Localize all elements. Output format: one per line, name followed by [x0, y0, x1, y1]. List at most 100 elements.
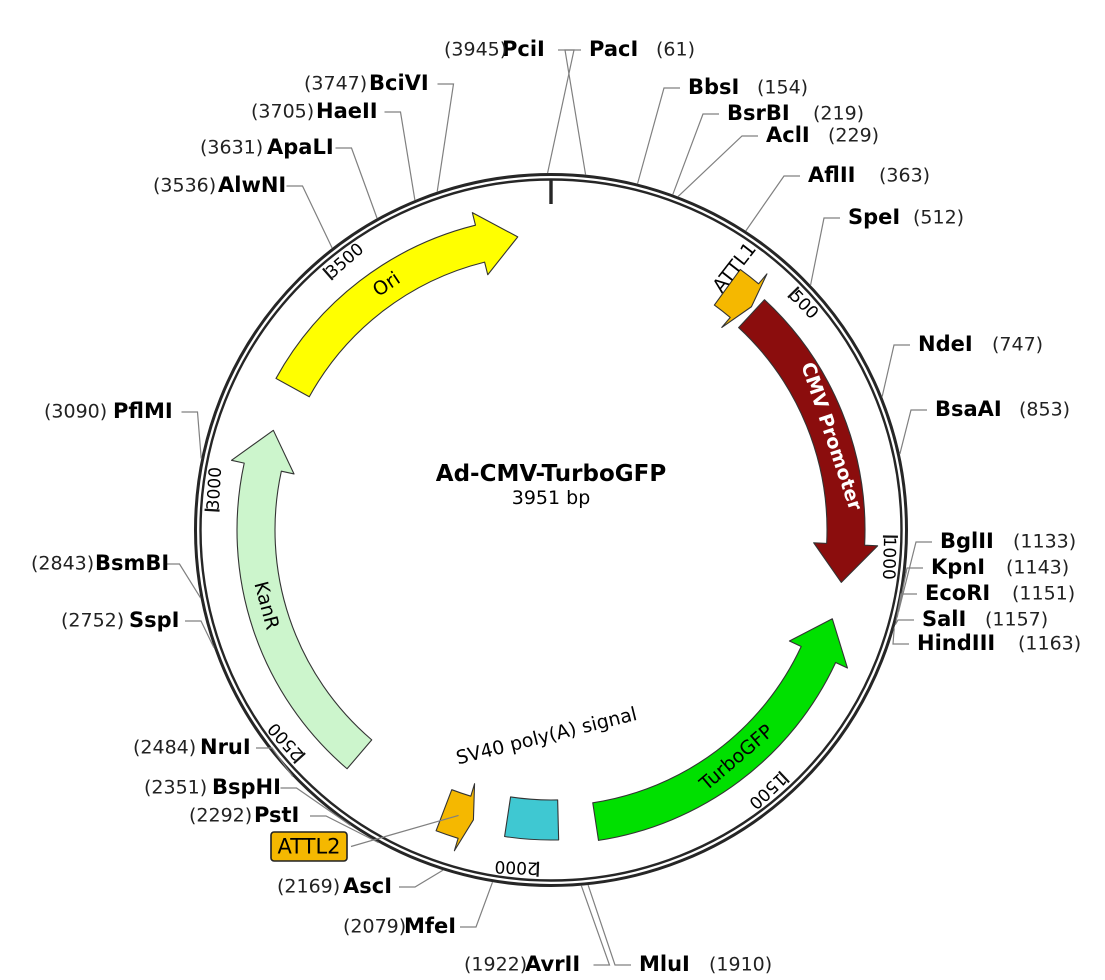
site-enzyme-name: BciVI [369, 71, 429, 95]
site-MluI[interactable]: MluI(1910) [639, 952, 772, 976]
site-AscI[interactable]: AscI(2169) [277, 874, 392, 898]
site-position: (2292) [189, 805, 252, 827]
site-BglII[interactable]: BglII(1133) [940, 529, 1076, 553]
site-PacI[interactable]: PacI(61) [589, 37, 695, 61]
site-position: (3747) [304, 73, 367, 95]
backbone-outer-ring [194, 173, 908, 887]
ruler-tick-mark [322, 267, 334, 281]
site-BciVI[interactable]: BciVI(3747) [304, 71, 429, 95]
site-position: (1151) [1012, 583, 1075, 605]
site-AclI[interactable]: AclI(229) [766, 123, 879, 147]
site-enzyme-name: HindIII [917, 631, 995, 655]
site-position: (219) [813, 103, 864, 125]
site-enzyme-name: KpnI [931, 555, 985, 579]
site-leader-line [672, 113, 719, 195]
site-BspHI[interactable]: BspHI(2351) [144, 775, 281, 799]
site-BsrBI[interactable]: BsrBI(219) [727, 101, 864, 125]
site-enzyme-name: PacI [589, 37, 638, 61]
site-PstI[interactable]: PstI(2292) [189, 803, 299, 827]
site-ApaLI[interactable]: ApaLI(3631) [200, 135, 334, 159]
ruler-tick-label: 1000 [878, 536, 899, 580]
tag-label: ATTL2 [277, 835, 340, 859]
site-enzyme-name: HaeII [316, 99, 378, 123]
site-enzyme-name: AscI [343, 874, 392, 898]
backbone-inner-ring [199, 178, 903, 882]
site-position: (154) [757, 77, 808, 99]
site-leader-line [280, 787, 351, 826]
site-leader-line [895, 593, 917, 622]
site-leader-line [286, 185, 333, 249]
site-position: (853) [1019, 399, 1070, 421]
site-SalI[interactable]: SalI(1157) [922, 607, 1048, 631]
site-leader-line [163, 563, 202, 599]
site-position: (2484) [133, 737, 196, 759]
site-PflMI[interactable]: PflMI (3090) [44, 399, 173, 423]
site-BsaAI[interactable]: BsaAI(853) [935, 397, 1070, 421]
site-position: (1163) [1018, 633, 1081, 655]
site-position: (2843) [31, 553, 94, 575]
site-leader-line [892, 628, 909, 645]
tag-box [270, 831, 348, 862]
feature-attl2 [435, 783, 476, 852]
site-PciI[interactable]: PciI(3945) [444, 37, 545, 61]
site-leader-line [745, 175, 800, 232]
site-HaeII[interactable]: HaeII(3705) [251, 99, 378, 123]
site-leader-line [636, 87, 680, 184]
site-enzyme-name: ApaLI [267, 135, 334, 159]
site-leader-line [580, 885, 611, 966]
site-enzyme-name: MluI [639, 952, 690, 976]
site-position: (3090) [44, 401, 107, 423]
site-NruI[interactable]: NruI(2484) [133, 735, 251, 759]
site-position: (3631) [200, 137, 263, 159]
site-leader-line [881, 344, 910, 397]
site-AvrII[interactable]: AvrII(1922) [464, 952, 580, 976]
site-HindIII[interactable]: HindIII (1163) [917, 631, 1081, 655]
site-KpnI[interactable]: KpnI(1143) [931, 555, 1069, 579]
tag-attl2[interactable]: ATTL2 [270, 831, 348, 862]
site-enzyme-name: AvrII [525, 952, 580, 976]
feature-shape [592, 618, 848, 841]
plasmid-name: Ad-CMV-TurboGFP [436, 461, 666, 487]
ruler-tick-mark [204, 508, 220, 512]
feature-kanr: KanR [230, 429, 373, 770]
site-BsmBI[interactable]: BsmBI(2843) [31, 551, 169, 575]
site-enzyme-name: PciI [502, 37, 545, 61]
site-leader-line [564, 49, 587, 175]
site-MfeI[interactable]: MfeI(2079) [343, 914, 456, 938]
site-SspI[interactable]: SspI(2752) [61, 608, 179, 632]
site-leader-line [677, 135, 758, 197]
site-leader-line [185, 620, 215, 648]
site-position: (1157) [985, 609, 1048, 631]
site-position: (2351) [144, 777, 207, 799]
site-AlwNI[interactable]: AlwNI(3536) [153, 173, 286, 197]
site-SpeI[interactable]: SpeI(512) [848, 205, 964, 229]
site-BbsI[interactable]: BbsI(154) [688, 75, 808, 99]
feature-label: SV40 poly(A) signal [454, 703, 639, 769]
tag-leader-line [350, 814, 459, 848]
site-position: (3945) [444, 39, 507, 61]
site-NdeI[interactable]: NdeI(747) [918, 332, 1043, 356]
site-enzyme-name: MfeI [404, 914, 456, 938]
site-position: (1922) [464, 954, 527, 976]
site-leader-line [810, 217, 840, 286]
site-position: (2079) [343, 916, 406, 938]
site-EcoRI[interactable]: EcoRI (1151) [925, 581, 1075, 605]
feature-shape [504, 796, 560, 841]
site-enzyme-name: EcoRI [925, 581, 990, 605]
ruler-tick-mark [787, 286, 800, 299]
site-leader-line [894, 619, 914, 626]
feature-shape [738, 299, 879, 583]
site-enzyme-name: PflMI [113, 399, 173, 423]
ruler-tick-mark [778, 770, 790, 784]
feature-cmv-promoter: CMV Promoter [738, 299, 879, 583]
site-enzyme-name: PstI [254, 803, 299, 827]
site-leader-line [896, 567, 923, 618]
site-AflII[interactable]: AflII(363) [808, 163, 930, 187]
site-position: (3536) [153, 175, 216, 197]
plasmid-backbone [194, 173, 908, 887]
site-position: (2752) [61, 610, 124, 632]
site-leader-line [436, 83, 455, 192]
site-position: (512) [913, 207, 964, 229]
restriction-site-labels: PciI(3945) PacI(61) BbsI(154)BsrBI(219)Acl… [31, 37, 1081, 976]
